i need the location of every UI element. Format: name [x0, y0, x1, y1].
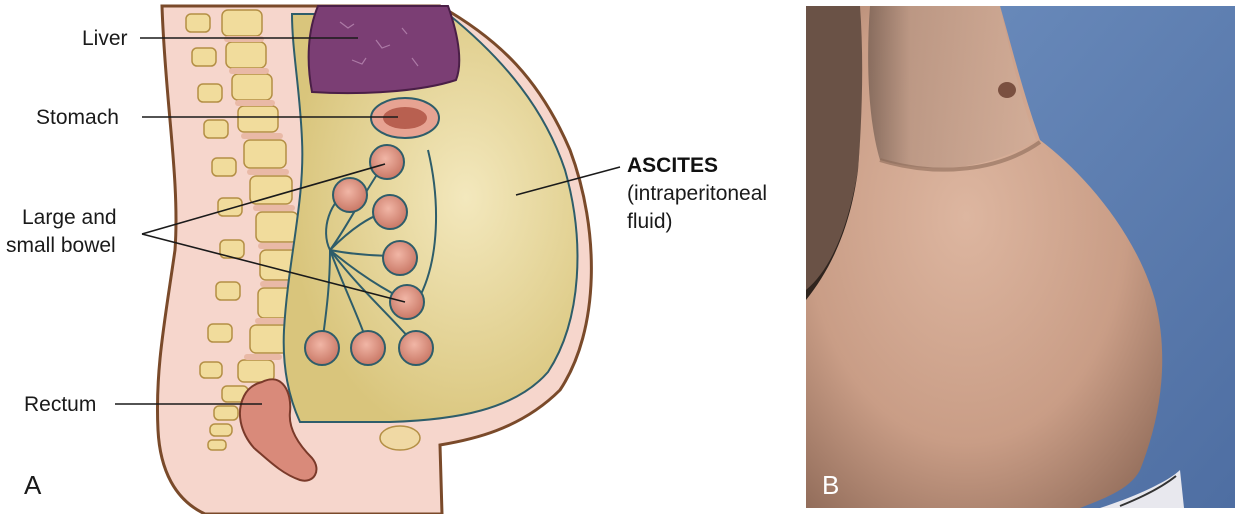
liver-shape	[307, 5, 461, 95]
nipple	[998, 82, 1016, 98]
liver-label: Liver	[82, 27, 128, 50]
bowel-label-line2: small bowel	[6, 234, 116, 257]
ascites-title: ASCITES	[627, 154, 718, 177]
waistband	[1100, 470, 1184, 508]
panel-a-illustration: Liver Stomach Large and small bowel Rect…	[6, 4, 767, 514]
ascites-subtitle-line2: fluid)	[627, 210, 673, 233]
panel-b-photo: B	[806, 6, 1235, 508]
bowel-label-line1: Large and	[22, 206, 117, 229]
stomach-label: Stomach	[36, 106, 119, 129]
panel-a-letter: A	[24, 470, 42, 500]
peritoneal-fluid	[282, 13, 579, 423]
ascites-subtitle-line1: (intraperitoneal	[627, 182, 767, 205]
rectum-label: Rectum	[24, 393, 96, 416]
panel-b-letter: B	[822, 470, 839, 500]
arm-shape	[806, 6, 870, 290]
leader-lines	[115, 37, 621, 405]
bowel-loops	[304, 144, 434, 366]
